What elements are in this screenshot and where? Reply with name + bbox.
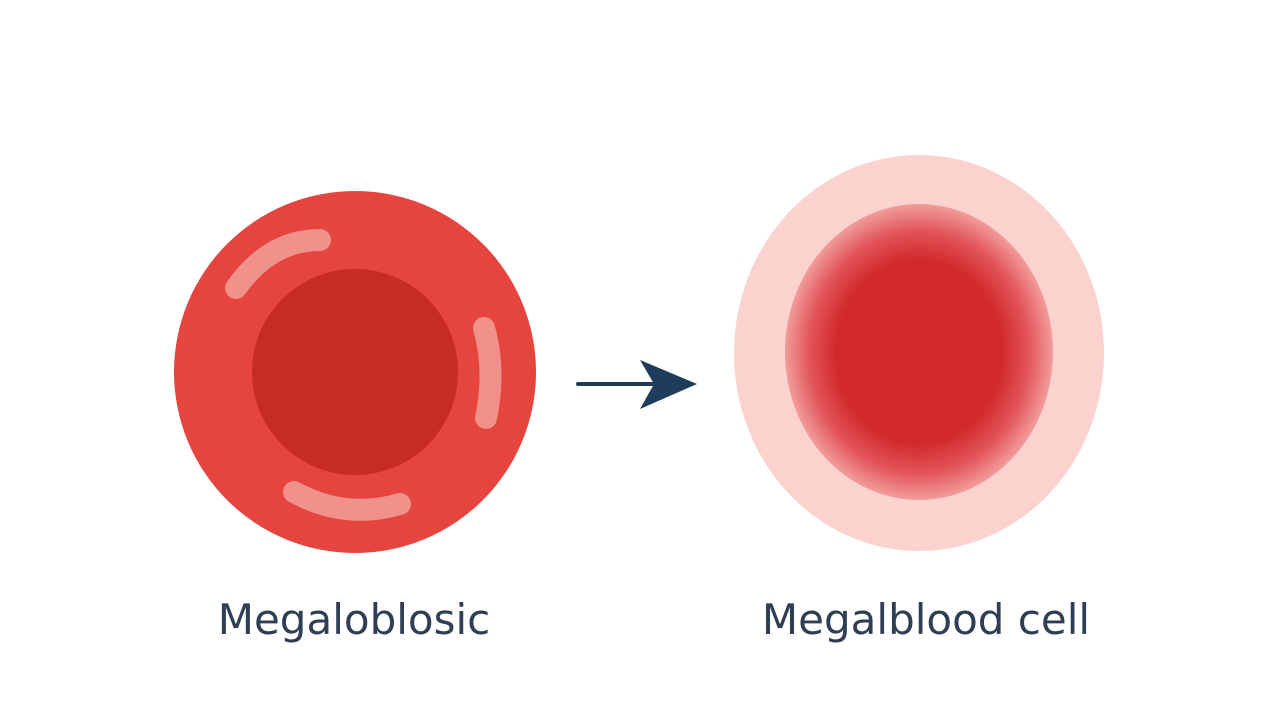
left-blood-cell xyxy=(174,191,536,553)
left-cell-highlight-bottom xyxy=(283,481,411,521)
left-cell-highlight-right xyxy=(473,317,502,429)
arrow-right-icon xyxy=(576,360,697,409)
left-cell-center xyxy=(252,269,458,475)
left-cell-highlight-top xyxy=(225,229,331,299)
right-cell-core xyxy=(785,204,1053,500)
right-cell-label: Megalblood cell xyxy=(761,595,1091,644)
left-cell-label: Megaloblosic xyxy=(217,595,491,644)
right-blood-cell xyxy=(734,155,1104,551)
